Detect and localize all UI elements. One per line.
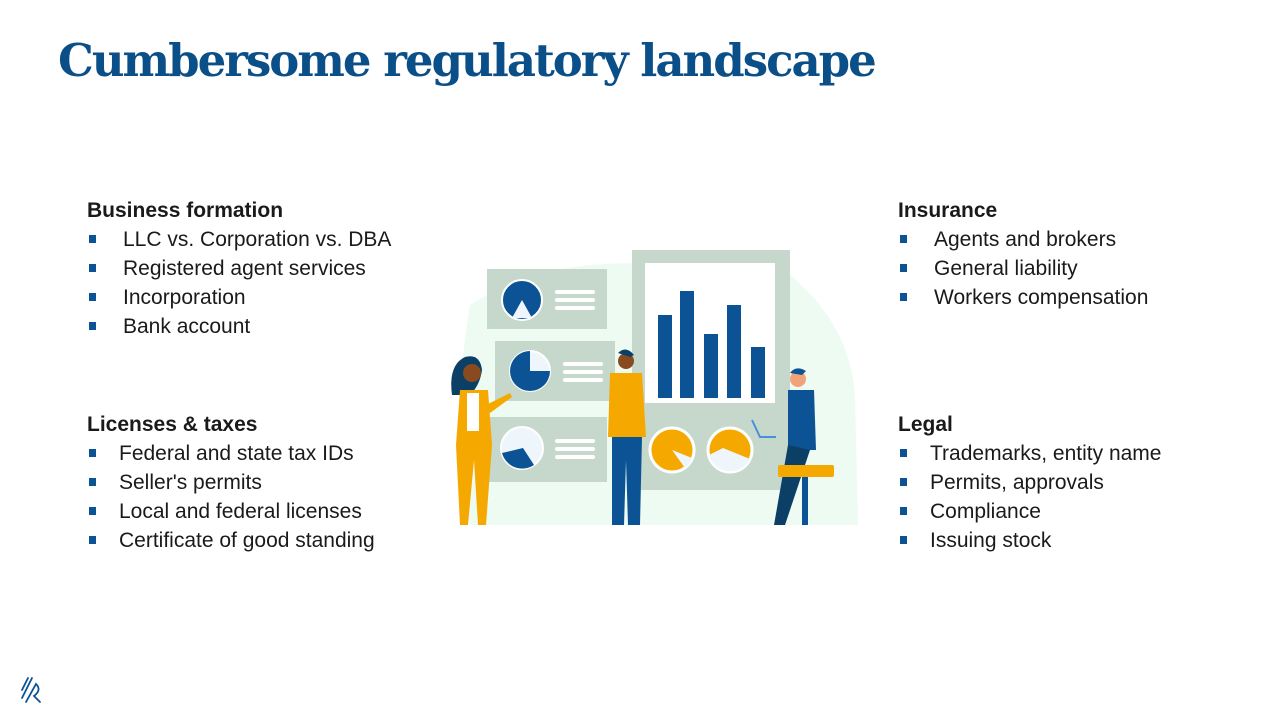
list-item: Registered agent services <box>87 254 391 283</box>
bullet-icon <box>900 293 907 301</box>
list-item: General liability <box>898 254 1148 283</box>
bullet-icon <box>89 293 96 301</box>
bullet-icon <box>89 322 96 330</box>
bullet-icon <box>900 264 907 272</box>
bullet-list: LLC vs. Corporation vs. DBA Registered a… <box>87 225 391 341</box>
list-item: Local and federal licenses <box>87 497 375 526</box>
section-business-formation: Business formation LLC vs. Corporation v… <box>87 196 391 341</box>
list-item: LLC vs. Corporation vs. DBA <box>87 225 391 254</box>
list-item: Workers compensation <box>898 283 1148 312</box>
bullet-icon <box>900 507 907 515</box>
list-item: Seller's permits <box>87 468 375 497</box>
list-item: Federal and state tax IDs <box>87 439 375 468</box>
list-item: Issuing stock <box>898 526 1161 555</box>
laptop-icon <box>751 419 776 438</box>
section-heading: Legal <box>898 413 953 436</box>
list-item: Incorporation <box>87 283 391 312</box>
bullet-icon <box>89 264 96 272</box>
bar <box>658 315 672 398</box>
bullet-icon <box>89 235 96 243</box>
bar <box>680 291 694 398</box>
bar <box>704 334 718 398</box>
woman-figure <box>451 356 512 525</box>
list-item: Trademarks, entity name <box>898 439 1161 468</box>
bar <box>727 305 741 398</box>
section-heading: Licenses & taxes <box>87 413 258 436</box>
bullet-icon <box>89 536 96 544</box>
bullet-list: Trademarks, entity name Permits, approva… <box>898 439 1161 555</box>
brand-logo-icon <box>21 677 41 703</box>
list-item: Compliance <box>898 497 1161 526</box>
slide-title: Cumbersome regulatory landscape <box>58 34 877 87</box>
section-heading: Insurance <box>898 199 998 222</box>
bullet-icon <box>89 478 96 486</box>
section-insurance: Insurance Agents and brokers General lia… <box>898 196 1148 312</box>
bullet-icon <box>89 507 96 515</box>
stool-seat <box>778 465 834 477</box>
list-item: Agents and brokers <box>898 225 1148 254</box>
bullet-icon <box>89 449 96 457</box>
bullet-icon <box>900 478 907 486</box>
bullet-list: Agents and brokers General liability Wor… <box>898 225 1148 312</box>
man-sitting-figure <box>751 368 834 525</box>
people-reviewing-charts-illustration <box>451 250 858 525</box>
bar <box>751 347 765 398</box>
bullet-icon <box>900 536 907 544</box>
bullet-icon <box>900 235 907 243</box>
section-legal: Legal Trademarks, entity name Permits, a… <box>898 410 1161 555</box>
list-item: Permits, approvals <box>898 468 1161 497</box>
man-standing-figure <box>608 349 646 525</box>
bullet-icon <box>900 449 907 457</box>
section-heading: Business formation <box>87 199 284 222</box>
section-licenses-taxes: Licenses & taxes Federal and state tax I… <box>87 410 375 555</box>
bullet-list: Federal and state tax IDs Seller's permi… <box>87 439 375 555</box>
list-item: Bank account <box>87 312 391 341</box>
list-item: Certificate of good standing <box>87 526 375 555</box>
